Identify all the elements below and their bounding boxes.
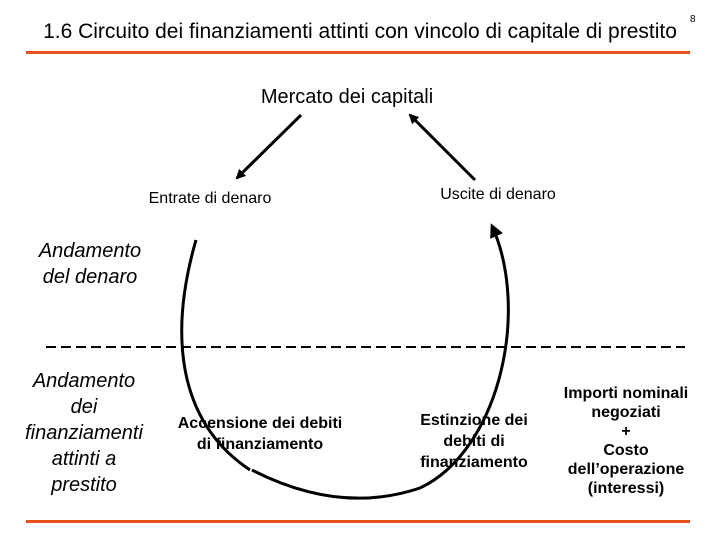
debt-accession-line: Accensione dei debiti: [177, 415, 343, 432]
capital-market-label: Mercato dei capitali: [260, 86, 434, 108]
debt-extinction-line: debiti di: [443, 433, 505, 450]
left-arc: [180, 239, 251, 472]
financing-trend-label: Andamento dei finanziamenti attinti a pr…: [4, 368, 164, 498]
financing-trend-line: Andamento: [32, 370, 136, 392]
financing-trend-line: attinti a: [51, 448, 117, 470]
page-number: 8: [690, 14, 696, 25]
title-underline: [26, 51, 690, 54]
financing-trend-line: dei: [70, 396, 98, 418]
debt-accession-label: Accensione dei debiti di finanziamento: [160, 413, 360, 455]
money-trend-line: Andamento: [38, 240, 142, 262]
financing-trend-line: finanziamenti: [25, 422, 143, 444]
outflows-label: Uscite di denaro: [440, 186, 556, 203]
financing-trend-line: prestito: [51, 474, 117, 496]
debt-extinction-line: Estinzione dei: [420, 412, 528, 429]
slide-title: 1.6 Circuito dei finanziamenti attinti c…: [43, 20, 677, 43]
amounts-line: Costo: [603, 442, 649, 459]
market-to-inflows-arrow: [235, 113, 303, 180]
amounts-line: (interessi): [587, 480, 665, 497]
debt-extinction-label: Estinzione dei debiti di finanziamento: [406, 410, 542, 473]
amounts-line: +: [621, 423, 631, 440]
money-trend-line: del denaro: [42, 266, 138, 288]
inflows-label: Entrate di denaro: [148, 190, 272, 207]
amounts-line: Importi nominali: [563, 385, 689, 402]
debt-accession-line: di finanziamento: [196, 436, 324, 453]
bottom-rule: [26, 520, 690, 523]
amounts-line: negoziati: [591, 404, 661, 421]
outflows-to-market-arrow: [408, 113, 477, 182]
money-trend-label: Andamento del denaro: [20, 238, 160, 290]
bottom-arc: [251, 468, 421, 500]
right-arc: [419, 223, 510, 490]
amounts-line: dell’operazione: [567, 461, 685, 478]
debt-extinction-line: finanziamento: [420, 454, 528, 471]
amounts-label: Importi nominali negoziati + Costo dell’…: [552, 384, 700, 498]
